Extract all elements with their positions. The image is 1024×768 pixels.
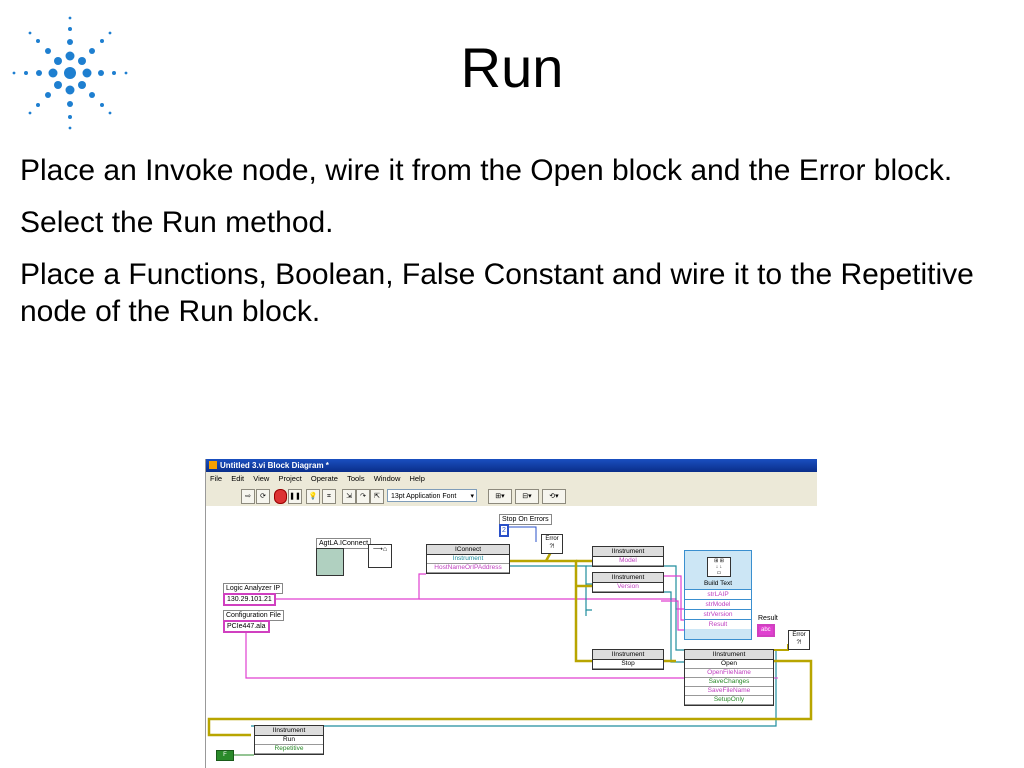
- open-automation-icon[interactable]: ⟶⌂: [368, 544, 392, 568]
- menu-edit[interactable]: Edit: [231, 474, 245, 483]
- configuration-file-control[interactable]: PCIe447.ala: [223, 620, 270, 633]
- menu-tools[interactable]: Tools: [347, 474, 365, 483]
- block-diagram-canvas[interactable]: Stop On Errors 2 Error?! AgtLA.IConnect …: [206, 506, 817, 768]
- align-objects-icon[interactable]: ⊞▾: [488, 489, 512, 504]
- iconnect-class-name: IConnect: [427, 545, 509, 555]
- menu-window[interactable]: Window: [373, 474, 401, 483]
- false-constant[interactable]: F: [216, 750, 234, 761]
- build-text-icon: ⊞ ⊞↓ ↓▭: [707, 557, 731, 577]
- slide-body: Place an Invoke node, wire it from the O…: [20, 152, 1010, 345]
- open-row-openfilename[interactable]: OpenFileName: [685, 669, 773, 678]
- menu-view[interactable]: View: [253, 474, 270, 483]
- menu-operate[interactable]: Operate: [310, 474, 338, 483]
- stop-class-name: IInstrument: [593, 650, 663, 660]
- logic-analyzer-ip-control[interactable]: 130.29.101.21: [223, 593, 276, 606]
- open-class-name: IInstrument: [685, 650, 773, 660]
- error-handler-icon[interactable]: Error?!: [541, 534, 563, 554]
- run-row-repetitive[interactable]: Repetitive: [255, 745, 323, 754]
- run-method-row[interactable]: Run: [255, 736, 323, 745]
- simple-error-handler-icon[interactable]: Error?!: [788, 630, 810, 650]
- step-into-icon[interactable]: ⇲: [342, 489, 356, 504]
- open-method-row[interactable]: Open: [685, 660, 773, 669]
- result-label: Result: [756, 614, 780, 623]
- open-row-setuponly[interactable]: SetupOnly: [685, 696, 773, 705]
- iinstrument-model-node[interactable]: IInstrument Model: [592, 546, 664, 567]
- build-text-express-vi[interactable]: ⊞ ⊞↓ ↓▭ Build Text strLAIP strModel strV…: [684, 550, 752, 640]
- build-text-row-strlaip[interactable]: strLAIP: [685, 589, 751, 599]
- pause-icon[interactable]: ❚❚: [288, 489, 302, 504]
- build-text-row-strmodel[interactable]: strModel: [685, 599, 751, 609]
- iinstrument-run-node[interactable]: IInstrument Run Repetitive: [254, 725, 324, 755]
- model-class-name: IInstrument: [593, 547, 663, 557]
- font-selector[interactable]: 13pt Application Font ▾: [387, 489, 477, 502]
- agilent-spark-logo-icon: [12, 16, 128, 130]
- iinstrument-stop-node[interactable]: IInstrument Stop: [592, 649, 664, 670]
- build-text-row-strversion[interactable]: strVersion: [685, 609, 751, 619]
- stop-method-row[interactable]: Stop: [593, 660, 663, 669]
- window-title: Untitled 3.vi Block Diagram *: [220, 461, 329, 470]
- instruction-1: Place an Invoke node, wire it from the O…: [20, 154, 953, 187]
- instruction-3: Place a Functions, Boolean, False Consta…: [20, 258, 974, 328]
- run-class-name: IInstrument: [255, 726, 323, 736]
- distribute-objects-icon[interactable]: ⊟▾: [515, 489, 539, 504]
- build-text-row-result[interactable]: Result: [685, 619, 751, 629]
- step-over-icon[interactable]: ↷: [356, 489, 370, 504]
- font-selector-value: 13pt Application Font: [391, 493, 457, 500]
- iinstrument-version-node[interactable]: IInstrument Version: [592, 572, 664, 593]
- menu-file[interactable]: File: [210, 474, 223, 483]
- iconnect-row-hostname[interactable]: HostNameOrIPAddress: [427, 564, 509, 573]
- menu-project[interactable]: Project: [278, 474, 302, 483]
- iinstrument-open-node[interactable]: IInstrument Open OpenFileName SaveChange…: [684, 649, 774, 706]
- model-row[interactable]: Model: [593, 557, 663, 566]
- iconnect-property-node[interactable]: IConnect Instrument HostNameOrIPAddress: [426, 544, 510, 574]
- reorder-icon[interactable]: ⟲▾: [542, 489, 566, 504]
- open-row-savefilename[interactable]: SaveFileName: [685, 687, 773, 696]
- version-class-name: IInstrument: [593, 573, 663, 583]
- version-row[interactable]: Version: [593, 583, 663, 592]
- labview-block-diagram-window: Untitled 3.vi Block Diagram * File Edit …: [205, 459, 817, 768]
- abort-icon[interactable]: [274, 489, 287, 504]
- retain-wire-values-icon[interactable]: ⌗: [322, 489, 336, 504]
- chevron-down-icon: ▾: [470, 493, 474, 500]
- iconnect-row-instrument[interactable]: Instrument: [427, 555, 509, 564]
- window-titlebar[interactable]: Untitled 3.vi Block Diagram *: [206, 459, 817, 472]
- toolbar: ⇨ ⟳ ❚❚ 💡 ⌗ ⇲ ↷ ⇱ 13pt Application Font▾ …: [206, 486, 817, 507]
- open-row-savechanges[interactable]: SaveChanges: [685, 678, 773, 687]
- highlight-execution-icon[interactable]: 💡: [306, 489, 320, 504]
- run-continuously-icon[interactable]: ⟳: [256, 489, 270, 504]
- stop-on-errors-label: Stop On Errors: [499, 514, 552, 525]
- stop-on-errors-control[interactable]: 2: [499, 524, 509, 537]
- instruction-2: Select the Run method.: [20, 206, 334, 239]
- build-text-title: Build Text: [703, 580, 733, 587]
- menu-help[interactable]: Help: [409, 474, 425, 483]
- result-indicator: abc: [757, 624, 775, 637]
- step-out-icon[interactable]: ⇱: [370, 489, 384, 504]
- run-arrow-icon[interactable]: ⇨: [241, 489, 255, 504]
- slide-title: Run: [460, 36, 564, 99]
- class-constant-icon[interactable]: [316, 548, 344, 576]
- labview-icon: [209, 461, 217, 469]
- menu-bar: File Edit View Project Operate Tools Win…: [206, 472, 817, 486]
